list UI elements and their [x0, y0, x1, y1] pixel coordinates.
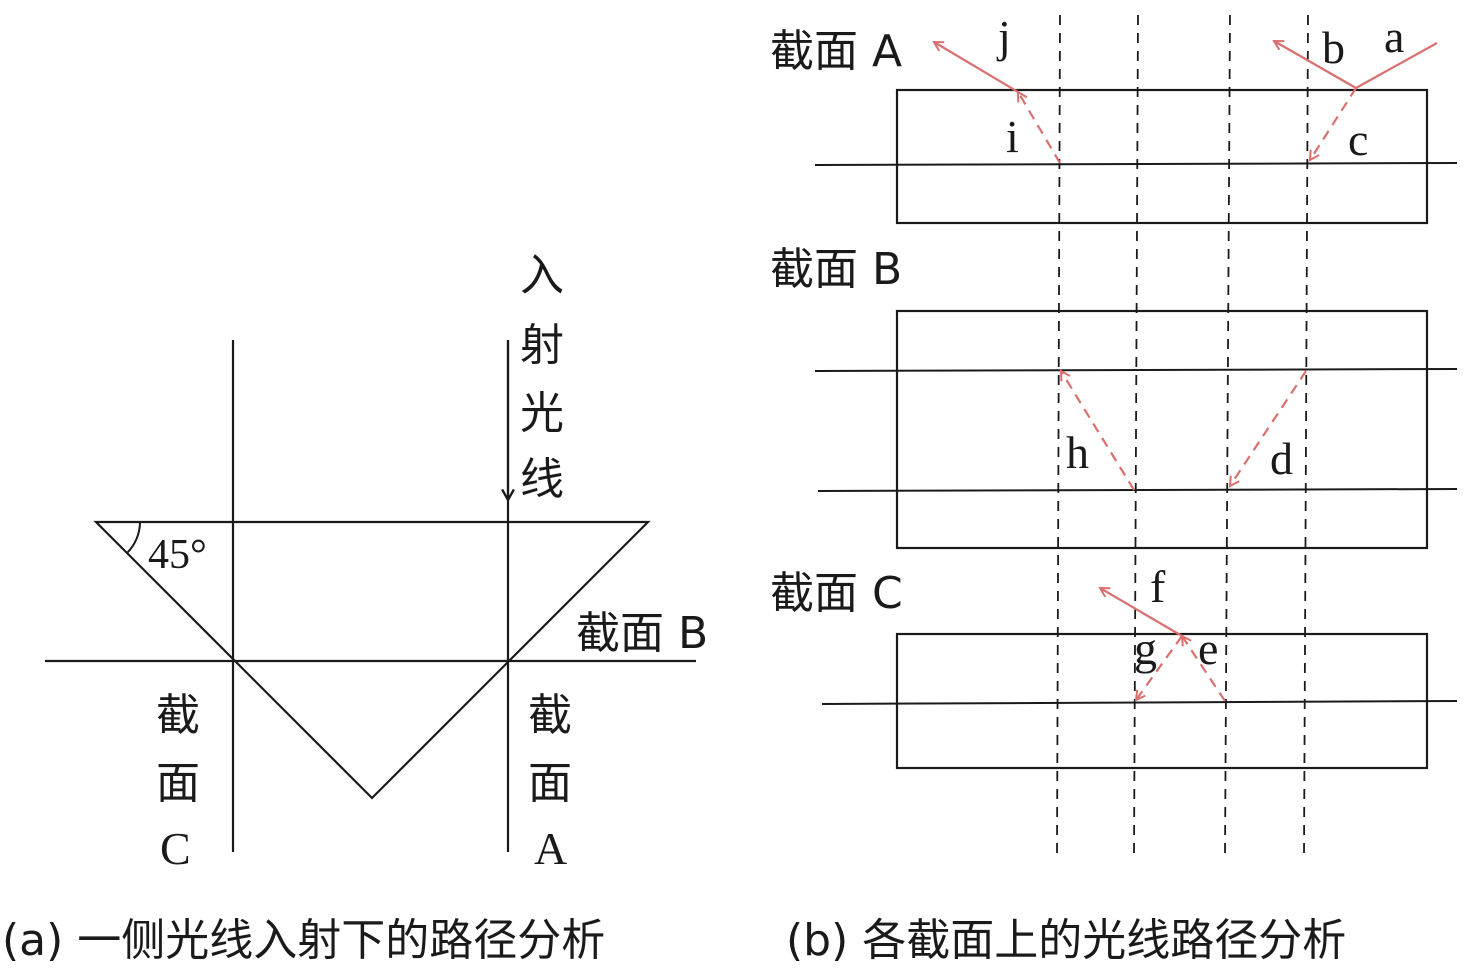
svg-text:入: 入	[520, 250, 564, 301]
label-b: b	[1322, 22, 1345, 73]
section-c-title: 截面 C	[770, 568, 903, 619]
ray-c	[1310, 87, 1357, 160]
rays	[934, 41, 1438, 702]
svg-text:射: 射	[520, 320, 564, 371]
section-b-title: 截面 B	[770, 244, 902, 295]
angle-arc	[126, 521, 141, 554]
guide-line-1	[1056, 14, 1061, 856]
section-a-block: 截面 A	[770, 26, 1458, 225]
ray-h	[1061, 371, 1135, 491]
svg-text:截: 截	[528, 690, 572, 741]
label-e: e	[1198, 623, 1218, 674]
section-a-label: 截 面 A	[528, 690, 572, 874]
incident-light-label: 入 射 光 线	[520, 250, 564, 505]
guide-line-2	[1133, 14, 1139, 856]
ray-b	[1274, 41, 1357, 89]
svg-text:线: 线	[520, 454, 564, 505]
svg-text:A: A	[534, 823, 567, 874]
label-c: c	[1348, 114, 1368, 165]
section-b-label: 截面 B	[576, 608, 708, 659]
label-i: i	[1006, 111, 1019, 162]
panel-b: 截面 A 截面 B 截面 C	[770, 11, 1458, 966]
ray-j	[934, 42, 1019, 93]
label-a: a	[1384, 11, 1404, 62]
angle-label: 45°	[148, 532, 207, 578]
label-j: j	[996, 11, 1011, 62]
label-d: d	[1270, 433, 1293, 484]
label-g: g	[1134, 623, 1157, 674]
caption-b: (b) 各截面上的光线路径分析	[786, 915, 1346, 966]
label-f: f	[1150, 561, 1166, 612]
ray-e	[1182, 636, 1226, 702]
svg-text:面: 面	[156, 758, 200, 809]
guide-line-4	[1303, 14, 1309, 856]
section-b-block: 截面 B	[770, 244, 1458, 550]
svg-text:C: C	[160, 823, 191, 874]
ray-i	[1018, 92, 1061, 164]
svg-text:面: 面	[528, 758, 572, 809]
guide-line-3	[1224, 14, 1231, 856]
label-h: h	[1066, 427, 1089, 478]
section-c-block: 截面 C	[770, 568, 1458, 770]
ray-g	[1136, 635, 1183, 700]
ray-d	[1230, 370, 1307, 486]
ray-f	[1100, 588, 1183, 637]
caption-a: (a) 一侧光线入射下的路径分析	[2, 915, 605, 966]
section-c-label: 截 面 C	[156, 690, 200, 874]
svg-text:截: 截	[156, 690, 200, 741]
panel-a: 45° 入 射 光 线 截面 B 截 面 C 截 面 A (a) 一侧光线入射下…	[2, 250, 708, 966]
svg-text:光: 光	[520, 388, 564, 439]
ray-a	[1355, 42, 1438, 89]
ray-labels: j b a i c h d f g e	[996, 11, 1404, 674]
section-a-title: 截面 A	[770, 26, 902, 77]
